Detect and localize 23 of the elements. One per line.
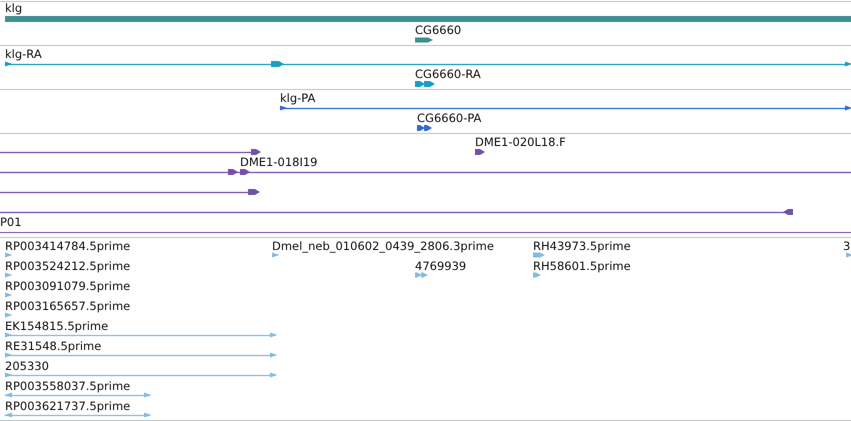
feature-label: 4769939 [415,259,466,273]
feature-label: DME1-018I19 [240,155,318,169]
feature-label: CG6660-PA [417,111,482,125]
feature-label: RE31548.5prime [5,339,102,353]
feature-label: EK154815.5prime [5,319,108,333]
feature-label: 205330 [5,359,49,373]
feature-label: klg-PA [280,91,316,105]
feature-label: CG6660-RA [415,67,481,81]
feature-label: DME1-020L18.F [475,135,566,149]
feature-label: klg [5,1,22,15]
feature-label: RP003414784.5prime [5,239,130,253]
feature-label: RP003165657.5prime [5,299,130,313]
feature-label: RP003621737.5prime [5,399,130,413]
feature-label: RP003524212.5prime [5,259,130,273]
feature-label: CG6660 [415,23,462,37]
feature-label: Dmel_neb_010602_0439_2806.3prime [272,239,494,253]
feature-label: RP003558037.5prime [5,379,130,393]
feature-label: klg-RA [5,47,42,61]
feature-label: RH43973.5prime [533,239,631,253]
feature-label: RP003091079.5prime [5,279,130,293]
feature-label: P01 [0,215,22,229]
feature-label: RH58601.5prime [533,259,631,273]
feature-label: 3 [843,239,850,253]
